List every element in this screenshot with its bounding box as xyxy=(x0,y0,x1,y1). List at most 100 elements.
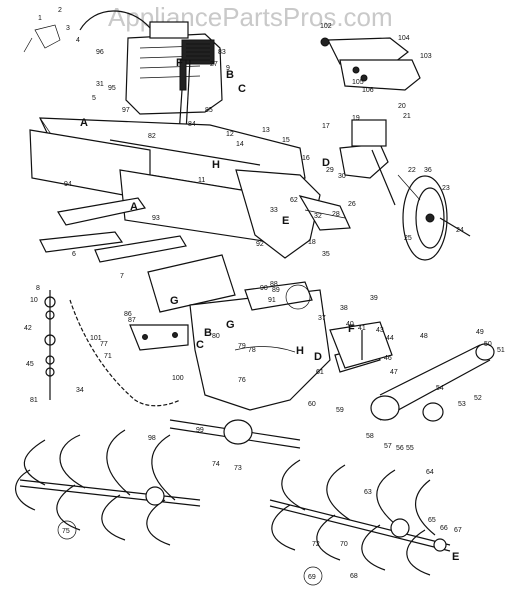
label-73: 73 xyxy=(234,465,242,472)
label-88: 88 xyxy=(270,281,278,288)
label-57: 57 xyxy=(384,443,392,450)
circled-labels: 75 69 xyxy=(57,520,323,586)
label-24: 24 xyxy=(456,227,464,234)
label-43: 43 xyxy=(376,327,384,334)
label-39: 39 xyxy=(370,295,378,302)
callout-a-1: A xyxy=(80,117,88,129)
callout-a-2: A xyxy=(130,201,138,213)
throttle-cable xyxy=(23,10,151,53)
label-26: 26 xyxy=(348,201,356,208)
label-29: 29 xyxy=(326,167,334,174)
label-92: 92 xyxy=(256,241,264,248)
label-79: 79 xyxy=(238,343,246,350)
label-28: 28 xyxy=(332,211,340,218)
circle-75: 75 xyxy=(62,528,70,535)
label-70: 70 xyxy=(340,541,348,548)
label-78: 78 xyxy=(248,347,256,354)
label-46: 46 xyxy=(384,355,392,362)
label-12: 12 xyxy=(226,131,234,138)
label-55: 55 xyxy=(406,445,414,452)
callout-f-2: F xyxy=(348,323,355,335)
label-60: 60 xyxy=(308,401,316,408)
label-52: 52 xyxy=(474,395,482,402)
label-25: 25 xyxy=(404,235,412,242)
label-14: 14 xyxy=(236,141,244,148)
depth-bracket xyxy=(339,119,396,206)
label-35: 35 xyxy=(322,251,330,258)
label-51: 51 xyxy=(497,347,505,354)
label-4: 4 xyxy=(76,37,80,44)
callout-g-1: G xyxy=(170,295,179,307)
callout-d-2: D xyxy=(314,351,322,363)
label-45: 45 xyxy=(26,361,34,368)
label-23: 23 xyxy=(442,185,450,192)
wheel xyxy=(397,174,471,261)
callout-b-2: B xyxy=(204,327,212,339)
callout-e-2: E xyxy=(452,551,459,563)
label-37: 37 xyxy=(318,315,326,322)
label-58: 58 xyxy=(366,433,374,440)
label-48: 48 xyxy=(420,333,428,340)
label-63: 63 xyxy=(364,489,372,496)
callout-g-2: G xyxy=(226,319,235,331)
callout-c-1: C xyxy=(238,83,246,95)
label-53: 53 xyxy=(458,401,466,408)
label-6: 6 xyxy=(72,251,76,258)
label-33: 33 xyxy=(270,207,278,214)
label-50: 50 xyxy=(484,341,492,348)
label-9: 9 xyxy=(226,65,230,72)
label-68: 68 xyxy=(350,573,358,580)
label-94: 94 xyxy=(64,181,72,188)
label-47: 47 xyxy=(390,369,398,376)
callout-b-1: B xyxy=(226,69,234,81)
label-101: 101 xyxy=(90,335,102,342)
label-31: 31 xyxy=(96,81,104,88)
label-16: 16 xyxy=(302,155,310,162)
label-56: 56 xyxy=(396,445,404,452)
label-77: 77 xyxy=(100,341,108,348)
label-10: 10 xyxy=(30,297,38,304)
label-90: 90 xyxy=(260,285,268,292)
label-83: 83 xyxy=(218,49,226,56)
label-62: 62 xyxy=(290,197,298,204)
bracket-87 xyxy=(129,324,189,351)
label-44: 44 xyxy=(386,335,394,342)
callout-letters: A A B B C C D D E E F F G G H H xyxy=(80,57,459,563)
label-5: 5 xyxy=(92,95,96,102)
label-93: 93 xyxy=(152,215,160,222)
label-17: 17 xyxy=(322,123,330,130)
callout-f-1: F xyxy=(176,57,183,69)
label-105: 105 xyxy=(352,79,364,86)
label-81: 81 xyxy=(30,397,38,404)
label-86: 86 xyxy=(124,311,132,318)
label-100: 100 xyxy=(172,375,184,382)
callout-e-1: E xyxy=(282,215,289,227)
tine-shaft xyxy=(169,419,301,449)
label-65: 65 xyxy=(428,517,436,524)
circle-69: 69 xyxy=(308,574,316,581)
side-plate xyxy=(235,169,351,259)
label-30: 30 xyxy=(338,173,346,180)
label-21: 21 xyxy=(403,113,411,120)
gear-case xyxy=(147,254,331,411)
label-74: 74 xyxy=(212,461,220,468)
label-95: 95 xyxy=(108,85,116,92)
engine xyxy=(125,21,223,115)
label-97: 97 xyxy=(122,107,130,114)
label-64: 64 xyxy=(426,469,434,476)
label-72: 72 xyxy=(312,541,320,548)
tine-assembly-right xyxy=(269,459,451,576)
label-13: 13 xyxy=(262,127,270,134)
label-91: 91 xyxy=(268,297,276,304)
label-98: 98 xyxy=(148,435,156,442)
callout-d-1: D xyxy=(322,157,330,169)
circle-69-ring xyxy=(303,566,323,586)
label-84: 84 xyxy=(188,121,196,128)
label-106: 106 xyxy=(362,87,374,94)
label-38: 38 xyxy=(340,305,348,312)
label-96: 96 xyxy=(96,49,104,56)
tine-assembly-left xyxy=(15,429,201,546)
label-7: 7 xyxy=(120,273,124,280)
label-85: 85 xyxy=(205,107,213,114)
